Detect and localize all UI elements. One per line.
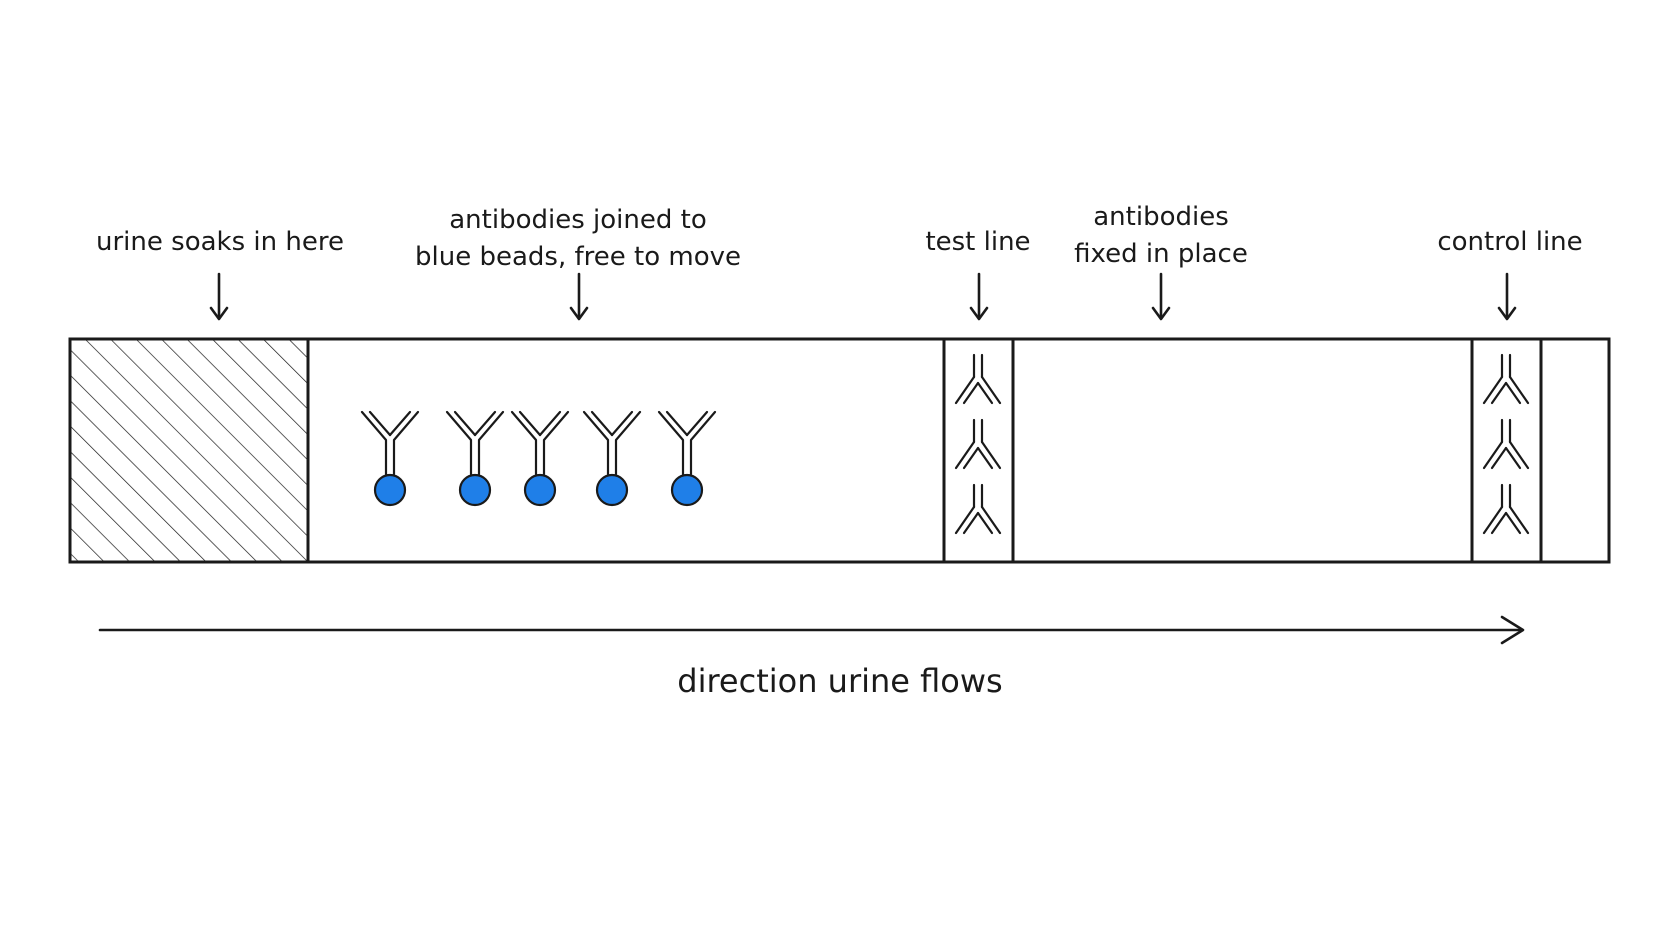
absorbent-pad [70, 339, 308, 562]
label-mobile-antibodies-line2: blue beads, free to move [415, 242, 741, 272]
fixed-antibody-icon [954, 483, 1002, 535]
bead-antibody [360, 410, 420, 507]
antibody-icon [582, 410, 642, 476]
blue-bead [670, 473, 704, 507]
antibody-icon [510, 410, 570, 476]
antibody-icon [445, 410, 505, 476]
label-fixed-antibodies-line2: fixed in place [1074, 239, 1248, 269]
blue-bead [373, 473, 407, 507]
antibody-icon [657, 410, 717, 476]
flow-direction-arrow [98, 615, 1525, 645]
pointer-arrow-mobile [569, 272, 589, 321]
bead-antibody-group [360, 410, 717, 507]
bead-antibody [445, 410, 505, 507]
control-line-band [1470, 337, 1543, 564]
label-flow-direction: direction urine flows [677, 662, 1002, 700]
bead-antibody [510, 410, 570, 507]
test-line-antibodies [954, 353, 1002, 535]
blue-bead [595, 473, 629, 507]
fixed-antibody-icon [1482, 418, 1530, 470]
label-absorbent-pad: urine soaks in here [96, 227, 344, 257]
label-mobile-antibodies-line1: antibodies joined to [449, 205, 706, 235]
antibody-icon [360, 410, 420, 476]
test-strip [68, 337, 1611, 564]
blue-bead [523, 473, 557, 507]
pointer-arrow-absorbent [209, 272, 229, 321]
fixed-antibody-icon [954, 353, 1002, 405]
bead-antibody [657, 410, 717, 507]
pointer-arrow-fixed [1151, 272, 1171, 321]
label-test-line: test line [925, 227, 1030, 257]
fixed-antibody-icon [1482, 353, 1530, 405]
pointer-arrow-control-line [1497, 272, 1517, 321]
strip-outline [68, 337, 1611, 564]
test-line-band [942, 337, 1015, 564]
fixed-antibody-icon [1482, 483, 1530, 535]
fixed-antibody-icon [954, 418, 1002, 470]
label-control-line: control line [1437, 227, 1582, 257]
control-line-antibodies [1482, 353, 1530, 535]
pointer-arrow-test-line [969, 272, 989, 321]
bead-antibody [582, 410, 642, 507]
pointer-arrows [209, 272, 1517, 321]
label-fixed-antibodies-line1: antibodies [1093, 202, 1229, 232]
blue-bead [458, 473, 492, 507]
